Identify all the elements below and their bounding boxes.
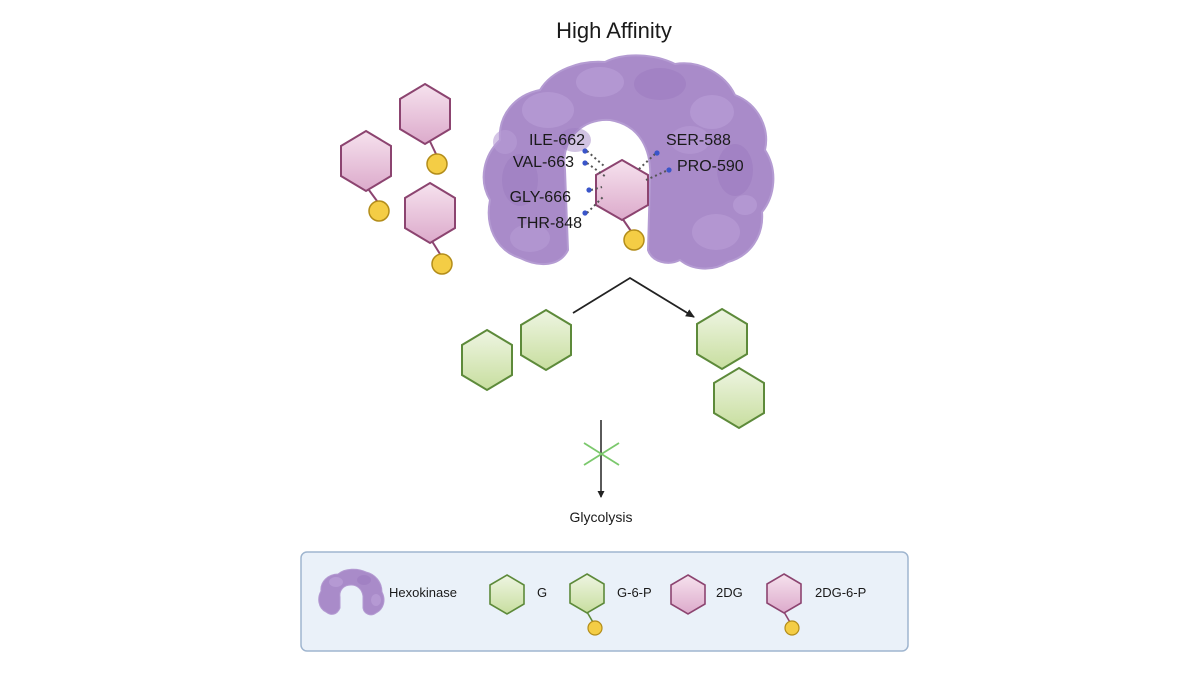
legend-label: G	[537, 585, 547, 600]
free-2dg-6-phosphate	[340, 129, 392, 222]
legend-label: Hexokinase	[389, 585, 457, 600]
free-2dg-6-phosphate	[399, 82, 451, 175]
glucose-6-phosphate-icon	[569, 573, 605, 636]
2dg-6-phosphate-icon	[766, 573, 802, 636]
legend: Hexokinase G G-6-P 2DG 2DG-6-P	[300, 551, 909, 652]
hexokinase-icon	[318, 568, 385, 616]
residue-interactions	[586, 150, 667, 214]
free-2dg-6-phosphate	[404, 181, 456, 275]
residue-label: PRO-590	[677, 158, 744, 175]
hexokinase-enzyme	[482, 54, 775, 270]
legend-label: 2DG-6-P	[815, 585, 866, 600]
glucose-molecule	[461, 328, 513, 392]
diagram-title: High Affinity	[556, 18, 672, 43]
glucose-molecule	[713, 366, 765, 430]
glucose-hexagon-icon	[489, 574, 525, 615]
legend-label: 2DG	[716, 585, 743, 600]
glucose-molecule	[696, 307, 748, 371]
2dg-hexagon-icon	[670, 574, 706, 615]
residue-label: THR-848	[517, 215, 582, 232]
legend-label: G-6-P	[617, 585, 652, 600]
inhibition-cross-icon	[583, 442, 620, 466]
bound-2dg-6-phosphate	[595, 158, 649, 251]
residue-label: SER-588	[666, 132, 731, 149]
reaction-arrow	[572, 276, 695, 318]
glycolysis-label: Glycolysis	[569, 509, 632, 525]
residue-label: VAL-663	[513, 154, 574, 171]
glucose-molecule	[520, 308, 572, 372]
residue-label: GLY-666	[510, 189, 571, 206]
residue-contact-dots	[582, 148, 672, 216]
residue-label: ILE-662	[529, 132, 585, 149]
